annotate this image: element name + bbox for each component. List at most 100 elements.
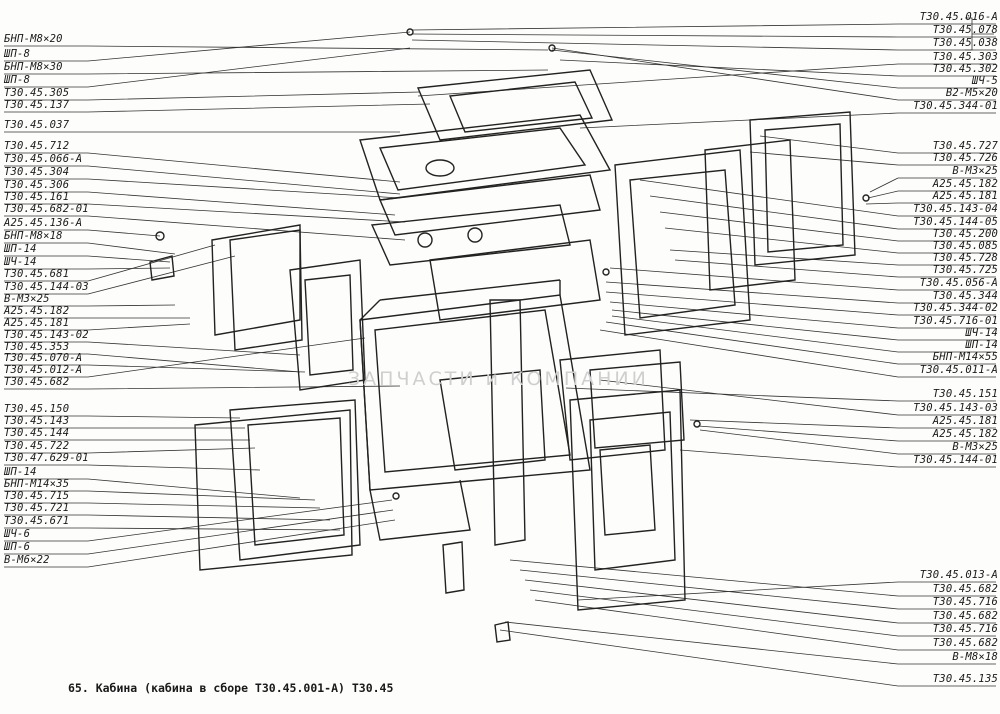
right-label-21: Т30.45.344-02	[913, 302, 998, 314]
left-leader-25	[4, 337, 366, 378]
right-label-34: Т30.45.682	[932, 583, 998, 595]
right-label-35: Т30.45.716	[932, 596, 998, 608]
left-label-25: Т30.45.012-А	[4, 364, 83, 376]
right-leader-11	[867, 190, 996, 199]
right-leader-26	[599, 329, 996, 378]
left-leader-35	[4, 514, 331, 521]
left-label-19: В-М3×25	[4, 293, 50, 305]
left-label-35: Т30.45.721	[4, 502, 70, 514]
right-label-14: Т30.45.144-05	[913, 216, 998, 228]
left-leader-19	[4, 304, 176, 307]
left-leader-9	[4, 178, 401, 199]
right-label-1: Т30.45.078	[932, 24, 998, 36]
right-leader-19	[609, 267, 996, 291]
roof-hatch-inner	[448, 81, 594, 133]
roof-hatch	[416, 69, 614, 141]
cab-base	[369, 479, 471, 541]
left-leader-32	[4, 478, 301, 499]
left-leader-4	[4, 91, 421, 101]
right-label-29: А25.45.181	[932, 415, 998, 427]
right-leader-24	[611, 315, 996, 353]
left-leader-22	[4, 341, 301, 356]
left-label-15: ШП-14	[4, 243, 37, 255]
left-label-18: Т30.45.144-03	[4, 281, 89, 293]
left-label-14: БНП-М8×18	[4, 230, 63, 242]
right-label-40: Т30.45.135	[932, 673, 998, 685]
right-leader-35	[519, 569, 996, 610]
roof-vent	[425, 159, 455, 177]
left-label-31: Т30.47.629-01	[4, 452, 89, 464]
left-leader-34	[4, 502, 321, 509]
left-window-inner-mid	[304, 274, 354, 376]
right-label-5: ШЧ-5	[971, 75, 998, 87]
right-rear-frame-inner	[629, 169, 736, 319]
right-rear-glass	[704, 139, 796, 291]
left-label-39: В-М6×22	[4, 554, 50, 566]
right-label-32: Т30.45.144-01	[913, 454, 998, 466]
right-label-24: ШП-14	[965, 339, 998, 351]
bolt-right-2	[602, 268, 610, 276]
left-label-38: ШП-6	[4, 541, 31, 553]
left-label-0: БНП-М8×20	[4, 33, 63, 45]
right-label-18: Т30.45.725	[932, 264, 998, 276]
right-label-20: Т30.45.344	[932, 290, 998, 302]
bolt-right-3	[693, 420, 701, 428]
right-label-22: Т30.45.716-01	[913, 315, 998, 327]
left-label-27: Т30.45.150	[4, 403, 70, 415]
right-label-15: Т30.45.200	[932, 228, 998, 240]
left-leader-27	[4, 415, 241, 419]
ceiling-hole-left	[417, 232, 433, 248]
right-leader-12	[865, 202, 996, 205]
left-label-2: БНП-М8×30	[4, 61, 63, 73]
right-label-10: В-М3×25	[952, 165, 998, 177]
right-label-9: Т30.45.726	[932, 152, 998, 164]
left-label-6: Т30.45.037	[4, 119, 70, 131]
right-leader-40	[499, 629, 996, 687]
right-label-36: Т30.45.682	[932, 610, 998, 622]
roof-frame	[359, 114, 612, 201]
right-leader-28	[599, 379, 996, 416]
right-label-2: Т30.45.038	[932, 37, 998, 49]
left-label-17: Т30.45.681	[4, 268, 70, 280]
right-label-39: В-М8×18	[952, 651, 998, 663]
right-label-33: Т30.45.013-А	[919, 569, 998, 581]
roof-frame-inner	[378, 127, 587, 191]
right-door-frame	[589, 361, 685, 449]
right-leader-1	[411, 33, 996, 38]
left-leader-3	[4, 47, 411, 88]
right-label-0: Т30.45.016-А	[919, 11, 998, 23]
right-leader-33	[577, 581, 996, 601]
right-leader-21	[605, 291, 996, 316]
left-leader-1	[4, 31, 411, 62]
right-label-11: А25.45.182	[932, 178, 998, 190]
bolt-top-1	[406, 28, 414, 36]
right-label-13: Т30.45.143-04	[913, 203, 998, 215]
right-leader-29	[689, 419, 996, 429]
cab-frame-edges	[359, 279, 561, 491]
left-label-24: Т30.45.070-А	[4, 352, 83, 364]
left-leader-21	[4, 323, 191, 331]
left-lower-frame	[229, 399, 361, 561]
hinge-plate-left	[149, 255, 175, 281]
right-label-16: Т30.45.085	[932, 240, 998, 252]
bolt-bottom-1	[392, 492, 400, 500]
left-label-30: Т30.45.722	[4, 440, 70, 452]
left-leader-0	[4, 45, 549, 51]
right-leader-8	[759, 135, 996, 154]
right-leader-13	[639, 179, 996, 217]
right-rear-window-frame	[749, 111, 856, 266]
bolt-right-1	[862, 194, 870, 202]
right-label-27: Т30.45.151	[932, 388, 998, 400]
left-leader-8	[4, 165, 401, 195]
door-bracket	[442, 541, 465, 594]
left-leader-2	[4, 69, 549, 75]
right-door	[569, 389, 686, 611]
leader-lines	[4, 17, 996, 687]
right-leader-3	[417, 63, 996, 97]
right-leader-7	[579, 112, 996, 129]
right-label-38: Т30.45.682	[932, 637, 998, 649]
left-leader-5	[4, 103, 431, 113]
right-label-17: Т30.45.728	[932, 252, 998, 264]
right-leader-22	[609, 301, 996, 329]
right-leader-15	[659, 211, 996, 242]
